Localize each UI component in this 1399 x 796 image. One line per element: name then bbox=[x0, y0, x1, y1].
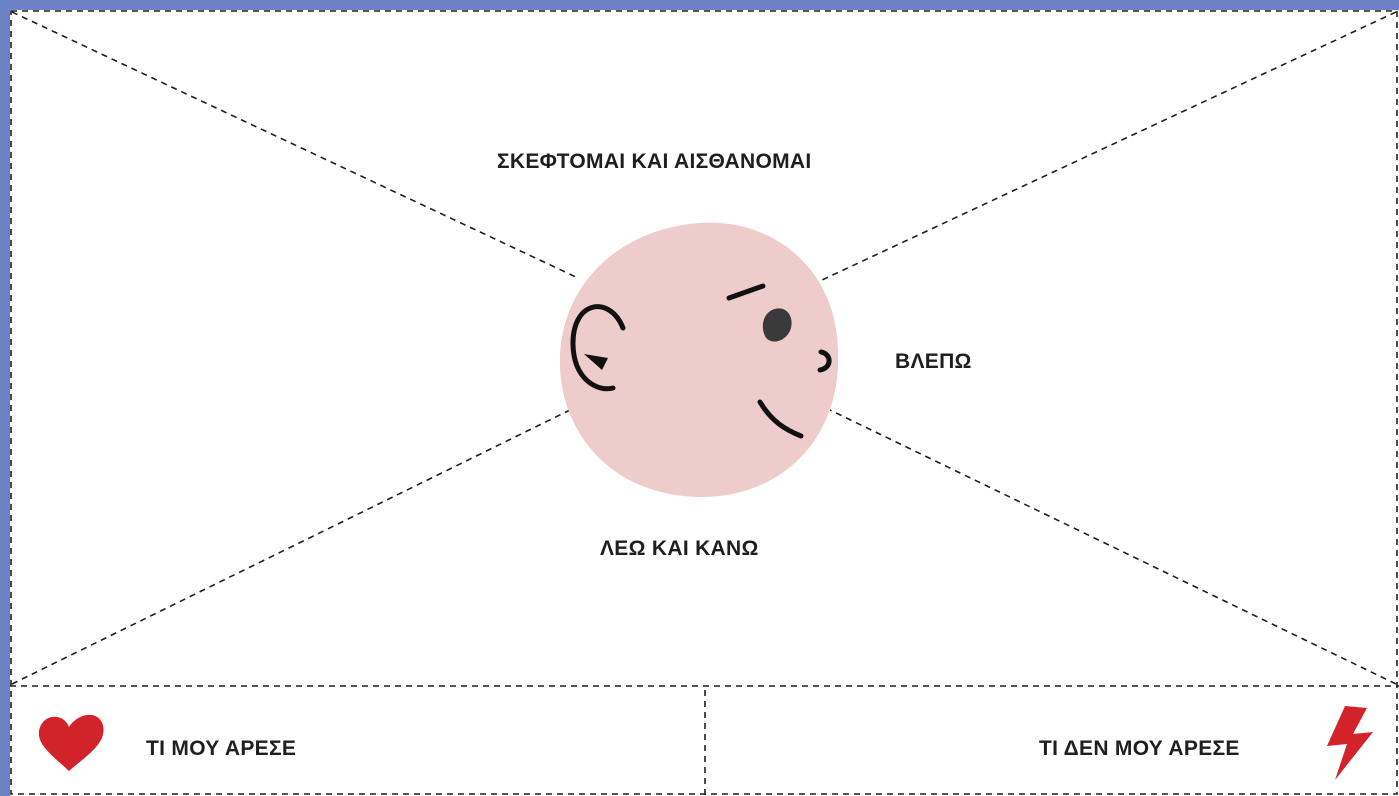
section-think-feel-label: ΣΚΕΦΤΟΜΑΙ ΚΑΙ ΑΙΣΘΑΝΟΜΑΙ bbox=[497, 150, 812, 173]
empathy-map-canvas: ΣΚΕΦΤΟΜΑΙ ΚΑΙ ΑΙΣΘΑΝΟΜΑΙ ΒΛΕΠΩ ΛΕΩ ΚΑΙ Κ… bbox=[10, 10, 1399, 796]
section-liked-label: ΤΙ ΜΟΥ ΑΡΕΣΕ bbox=[146, 737, 297, 760]
heart-icon bbox=[38, 714, 104, 771]
outer-dashed-frame bbox=[10, 10, 1398, 795]
diagonal-bottom-right bbox=[829, 409, 1397, 685]
diagonal-bottom-left bbox=[11, 409, 571, 685]
section-see-label: ΒΛΕΠΩ bbox=[895, 350, 972, 373]
empathy-map-lines bbox=[10, 10, 1399, 796]
diagonal-top-right bbox=[821, 11, 1397, 281]
head-profile-icon bbox=[559, 222, 839, 498]
section-say-do-label: ΛΕΩ ΚΑΙ ΚΑΝΩ bbox=[600, 537, 759, 560]
diagonal-top-left bbox=[11, 11, 579, 279]
lightning-bolt-icon bbox=[1327, 706, 1373, 780]
section-disliked-label: ΤΙ ΔΕΝ ΜΟΥ ΑΡΕΣΕ bbox=[1039, 737, 1240, 760]
